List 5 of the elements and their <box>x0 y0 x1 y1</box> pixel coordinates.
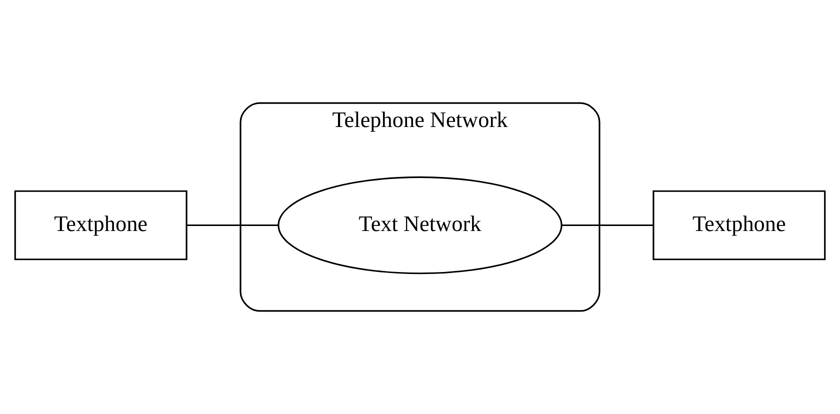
node-box: Textphone <box>652 190 826 260</box>
connector <box>186 224 278 226</box>
connector <box>562 224 654 226</box>
node-ellipse: Text Network <box>278 176 562 274</box>
node-box: Textphone <box>14 190 188 260</box>
